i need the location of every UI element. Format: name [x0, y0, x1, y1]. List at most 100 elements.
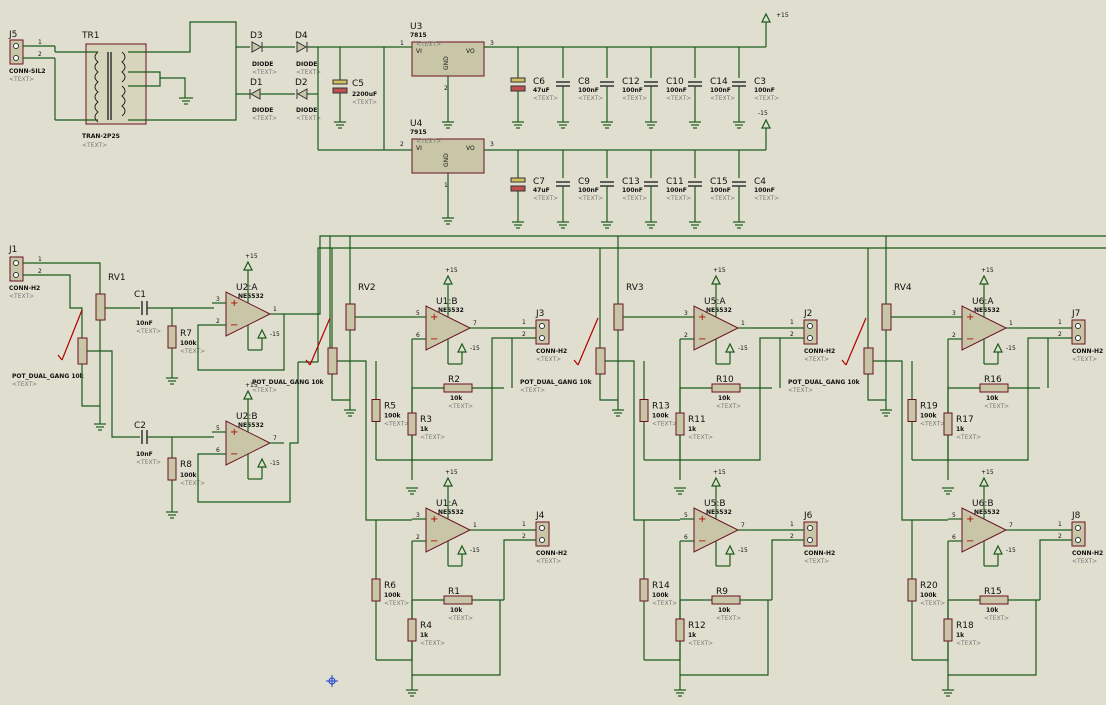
cap-value: 100nF: [666, 187, 687, 194]
res-value: 10k: [986, 607, 999, 614]
pos-15-label: +15: [981, 469, 994, 476]
neg-15-label: -15: [738, 547, 748, 554]
res-ref: R19: [920, 402, 938, 412]
connector-j1[interactable]: 12 J1 CONN-H2 <TEXT>: [8, 245, 42, 300]
res-value: 10k: [450, 607, 463, 614]
transformer-tr1[interactable]: TR1 TRAN-2P2S <TEXT>: [54, 31, 147, 149]
conn-value: CONN-H2: [1072, 348, 1103, 355]
svg-text:1: 1: [1009, 320, 1013, 327]
svg-text:2: 2: [1058, 533, 1062, 540]
svg-text:5: 5: [416, 310, 420, 317]
conn-text: <TEXT>: [804, 558, 829, 565]
cap-ref: C10: [666, 77, 684, 87]
conn-ref: J8: [1071, 511, 1081, 521]
diode-d2[interactable]: D2 DIODE <TEXT>: [295, 78, 321, 122]
res-value: 10k: [986, 395, 999, 402]
res-text: <TEXT>: [716, 403, 741, 410]
opamp-value: NE5532: [974, 509, 1000, 516]
cap-text: <TEXT>: [622, 195, 647, 202]
res-ref: R18: [956, 621, 974, 631]
neg-15-label: -15: [270, 460, 280, 467]
pot-ref: RV3: [626, 283, 644, 293]
res-value: 100k: [384, 592, 402, 599]
neg-15-label: -15: [738, 345, 748, 352]
cap-text: <TEXT>: [754, 195, 779, 202]
conn-ref: J6: [803, 511, 813, 521]
svg-text:-15: -15: [758, 110, 768, 117]
diode-d1[interactable]: D1 DIODE <TEXT>: [249, 78, 295, 122]
capacitor-c1[interactable]: C1 10nF <TEXT>: [134, 290, 214, 335]
svg-text:1: 1: [522, 521, 526, 528]
res-value: 10k: [718, 395, 731, 402]
u4-ref: U4: [410, 119, 423, 129]
resistor-r8[interactable]: R8 100k <TEXT>: [166, 437, 205, 519]
svg-text:5: 5: [216, 425, 220, 432]
svg-text:<TEXT>: <TEXT>: [416, 138, 441, 145]
svg-text:1: 1: [1058, 521, 1062, 528]
resistor-r7[interactable]: R7 100k <TEXT>: [166, 308, 205, 385]
tr1-ref: TR1: [81, 31, 99, 41]
diode-d3[interactable]: D3 DIODE <TEXT>: [250, 31, 295, 76]
res-value: 1k: [688, 426, 697, 433]
opamp-ref: U5:A: [704, 297, 726, 307]
capacitor-c5[interactable]: C5 2200uF <TEXT>: [332, 47, 377, 129]
opamp-value: NE5532: [706, 509, 732, 516]
plus-sign: +: [430, 312, 438, 323]
connector-j5[interactable]: 12 J5 CONN-SIL2 <TEXT>: [8, 30, 55, 83]
potentiometer-rv1[interactable]: RV1 POT_DUAL_GANG 10k <TEXT>: [12, 273, 126, 388]
res-ref: R12: [688, 621, 706, 631]
c1-value: 10nF: [136, 320, 153, 327]
capacitor-c2[interactable]: C2 10nF <TEXT>: [134, 421, 214, 466]
r8-ref: R8: [180, 460, 192, 470]
neg-15-label: -15: [1006, 345, 1016, 352]
